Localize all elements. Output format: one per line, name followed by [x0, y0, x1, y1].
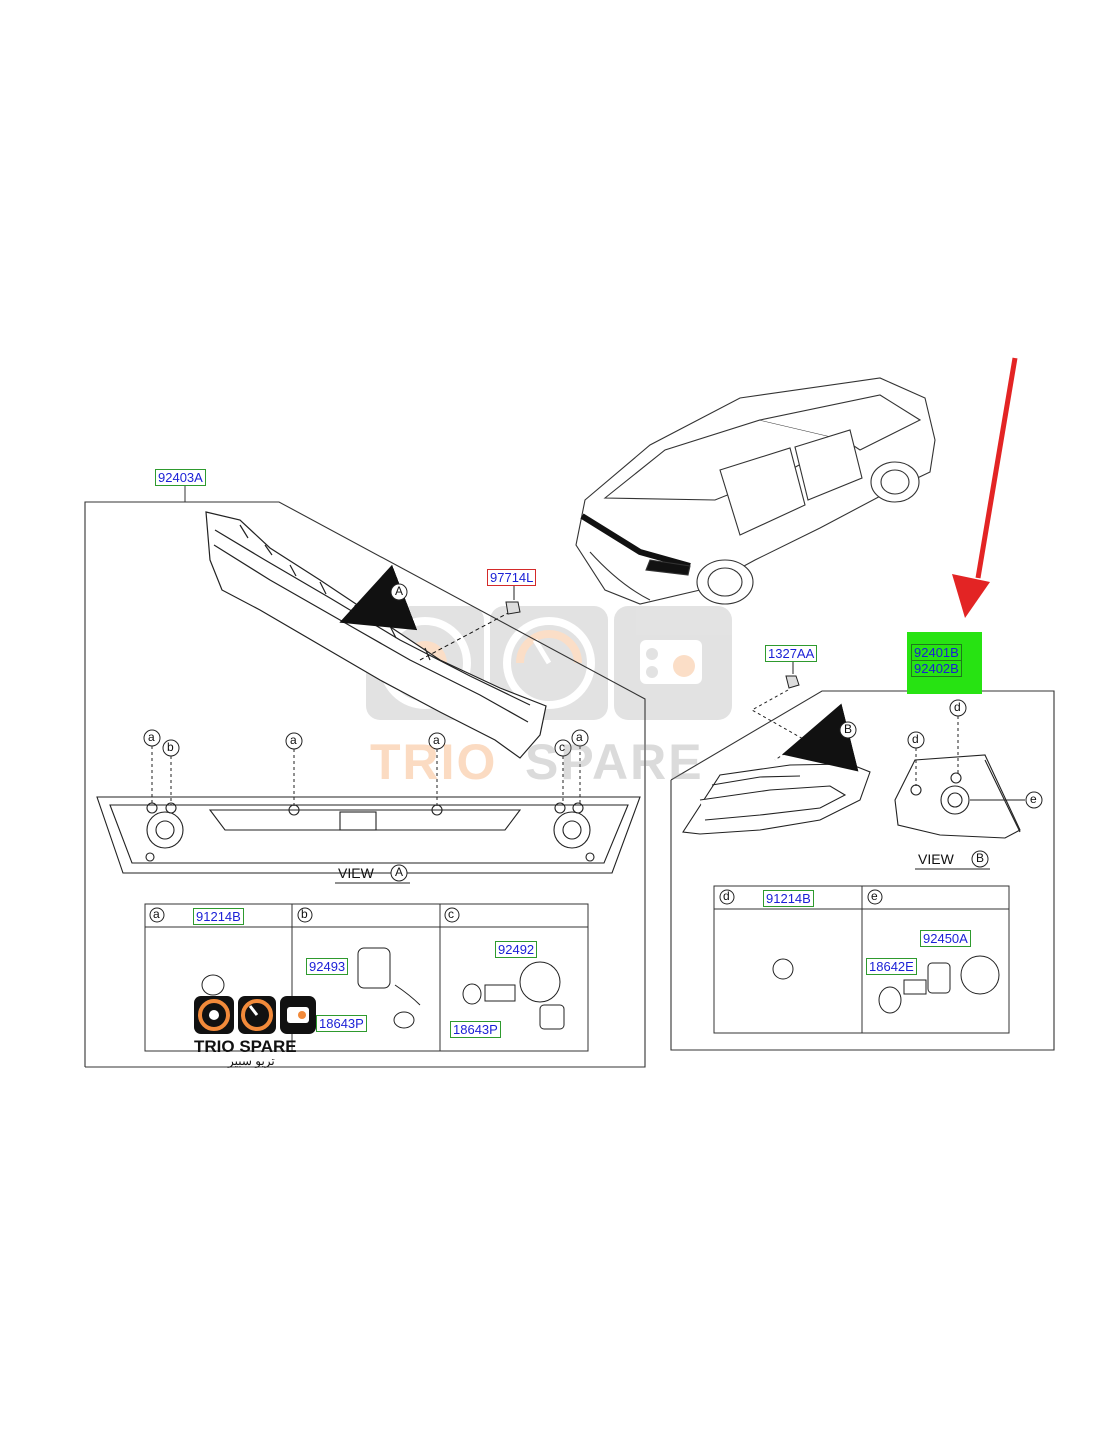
callout-B-arrow: B	[844, 722, 853, 736]
view-b-letter: B	[976, 851, 985, 865]
rear-combination-lamp-drawing	[682, 763, 871, 835]
table-header-d: d	[723, 889, 730, 903]
view-b-prefix: VIEW	[918, 851, 954, 867]
view-a-panel-drawing	[96, 796, 641, 874]
callout-e-1: e	[1030, 792, 1037, 806]
part-label-92450a[interactable]: 92450A	[920, 930, 971, 947]
part-label-92492[interactable]: 92492	[495, 941, 538, 958]
callout-a-2: a	[290, 733, 297, 747]
bulb-socket-sketches	[201, 947, 565, 1030]
view-b-lamp-drawing	[894, 754, 1021, 839]
callout-b-1: b	[167, 740, 174, 754]
callout-a-4: a	[576, 730, 583, 744]
view-a-letter: A	[395, 865, 404, 879]
table-header-a: a	[153, 907, 160, 921]
part-label-97714l[interactable]: 97714L	[487, 569, 537, 586]
part-label-18643p-b[interactable]: 18643P	[316, 1015, 367, 1032]
part-label-18643p-c[interactable]: 18643P	[450, 1021, 501, 1038]
part-label-92493[interactable]: 92493	[306, 958, 349, 975]
part-label-1327aa[interactable]: 1327AA	[765, 645, 818, 662]
table-header-b: b	[301, 907, 308, 921]
watermark-word-2: SPARE	[525, 734, 704, 790]
table-header-c: c	[448, 907, 454, 921]
table-header-e: e	[871, 889, 878, 903]
part-label-18642e[interactable]: 18642E	[866, 958, 917, 975]
callout-d-1: d	[954, 700, 961, 714]
callout-c-1: c	[559, 740, 565, 754]
part-label-92402b[interactable]: 92402B	[911, 660, 962, 677]
red-pointer-arrow-icon	[952, 357, 1018, 618]
callout-A-arrow: A	[395, 584, 404, 598]
callout-d-2: d	[912, 732, 919, 746]
trio-spare-logo-icon	[194, 996, 316, 1034]
nut-icon	[505, 601, 521, 615]
car-illustration	[575, 377, 936, 605]
part-label-91214b-d[interactable]: 91214B	[763, 890, 814, 907]
part-label-91214b-a[interactable]: 91214B	[193, 908, 244, 925]
watermark-logo-icon	[366, 606, 732, 720]
part-label-92403a[interactable]: 92403A	[155, 469, 206, 486]
part-label-92401b[interactable]: 92401B	[911, 644, 962, 661]
watermark-word-1: TRIO	[370, 734, 498, 790]
callout-a-1: a	[148, 730, 155, 744]
highlighted-part-group[interactable]: 92401B 92402B	[907, 632, 982, 694]
logo-name: TRIO SPARE	[194, 1037, 297, 1056]
view-a-prefix: VIEW	[338, 865, 374, 881]
callout-a-3: a	[433, 733, 440, 747]
logo-arabic: تريو سبير	[228, 1054, 275, 1068]
